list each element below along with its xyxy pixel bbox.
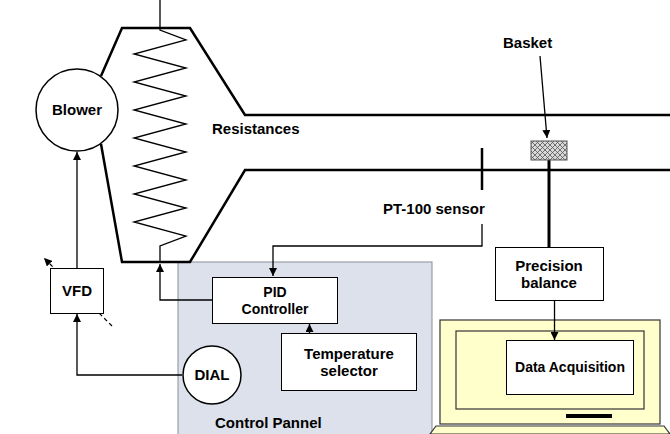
circle-outline [36,69,118,151]
drive-slot [566,414,612,418]
basket-symbol [531,141,567,160]
computer-monitor [440,320,660,424]
node-text: DIAL [195,366,230,383]
signal-arrow [77,314,182,375]
node-text: Temperature selector [294,345,404,380]
vfd-box: VFD [50,268,104,314]
balance-stem [548,160,551,247]
blower-circle: Blower [35,68,119,152]
leader-line [540,56,547,138]
node-text: Control Pannel [215,414,322,431]
node-text: PID Controller [230,284,320,316]
variable-arrow [44,258,112,326]
node-text: Blower [52,101,102,118]
duct-wall [101,28,670,115]
circle-outline [183,346,241,404]
dial-circle: DIAL [182,345,242,405]
signal-arrow [554,301,555,340]
signal-arrow [76,152,77,268]
part-label: Basket [503,34,552,51]
computer-screen [456,331,644,409]
duct-wall [101,144,670,262]
signal-arrow [309,324,310,333]
computer-base [430,426,670,434]
part-label: Resistances [212,120,300,137]
data-acquisition-box: Data Acquisition [506,340,635,395]
node-text: Precision balance [504,257,594,292]
part-label: PT-100 sensor [383,200,485,217]
sensor-wire [273,224,482,276]
sensor-probe [481,148,484,190]
control-panel: Control Pannel PID ControllerDIAL Temperat… [178,262,432,434]
pid-controller-box: PID Controller [212,277,338,324]
resistor-symbol [134,0,186,262]
panel-ground [178,262,432,434]
precision-balance-box: Precision balance [495,247,604,301]
control-wire [160,264,212,300]
node-text: VFD [62,282,92,299]
temperature-selector-box: Temperature selector [281,333,417,391]
node-text: Data Acquisition [515,359,625,375]
